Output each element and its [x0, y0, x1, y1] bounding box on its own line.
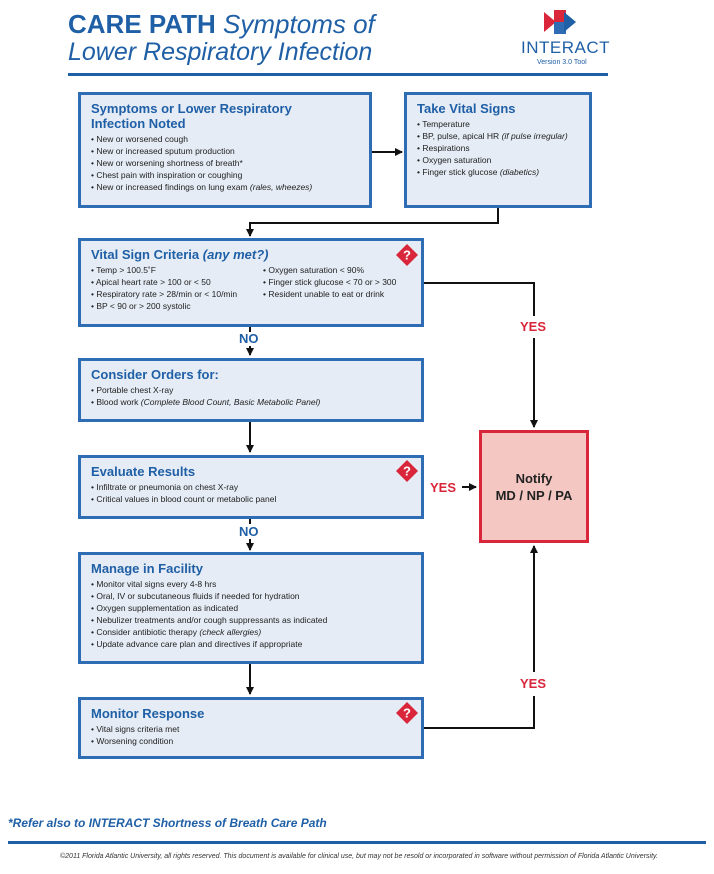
criteria-yes-label: YES: [520, 319, 547, 334]
list-item: Worsening condition: [91, 735, 411, 747]
monitor-list: Vital signs criteria met Worsening condi…: [91, 723, 411, 747]
list-item: Oral, IV or subcutaneous fluids if neede…: [91, 590, 411, 602]
notify-line1: Notify: [515, 470, 553, 486]
evaluate-no-label: NO: [239, 524, 259, 539]
evaluate-results-box: Evaluate Results Infiltrate or pneumonia…: [78, 455, 424, 519]
list-item: New or increased sputum production: [91, 145, 359, 157]
line-monitor-yes: [424, 696, 535, 729]
criteria-list-left: Temp > 100.5˚F Apical heart rate > 100 o…: [91, 264, 263, 312]
list-item: Temperature: [417, 118, 579, 130]
evaluate-list: Infiltrate or pneumonia on chest X-ray C…: [91, 481, 411, 505]
list-item: Finger stick glucose < 70 or > 300: [263, 276, 396, 288]
decision-question-icon: ?: [396, 244, 418, 266]
line-criteria-yes: [424, 282, 535, 316]
logo-text: INTERACT: [521, 38, 610, 57]
decision-question-icon: ?: [396, 702, 418, 724]
vital-sign-criteria-box: Vital Sign Criteria (any met?) Temp > 10…: [78, 238, 424, 327]
symptoms-box: Symptoms or Lower Respiratory Infection …: [78, 92, 372, 208]
list-item: Respiratory rate > 28/min or < 10/min: [91, 288, 263, 300]
vital-signs-title: Take Vital Signs: [417, 101, 516, 116]
copyright-text: ©2011 Florida Atlantic University, all r…: [60, 853, 658, 860]
list-item: Resident unable to eat or drink: [263, 288, 396, 300]
manage-in-facility-box: Manage in Facility Monitor vital signs e…: [78, 552, 424, 664]
criteria-list-right: Oxygen saturation < 90% Finger stick glu…: [263, 264, 396, 312]
list-item: New or increased findings on lung exam (…: [91, 181, 359, 193]
symptoms-list: New or worsened cough New or increased s…: [91, 133, 359, 193]
orders-title: Consider Orders for:: [91, 367, 219, 382]
svg-text:?: ?: [403, 248, 411, 263]
monitor-response-box: Monitor Response Vital signs criteria me…: [78, 697, 424, 759]
evaluate-title: Evaluate Results: [91, 464, 196, 479]
list-item: Blood work (Complete Blood Count, Basic …: [91, 396, 411, 408]
title-italic: Symptoms of: [223, 9, 375, 39]
list-item: Finger stick glucose (diabetics): [417, 166, 579, 178]
title-bold: CARE PATH: [68, 9, 216, 39]
list-item: Respirations: [417, 142, 579, 154]
notify-box: Notify MD / NP / PA: [479, 430, 589, 543]
criteria-columns: Temp > 100.5˚F Apical heart rate > 100 o…: [91, 264, 411, 312]
list-item: New or worsened cough: [91, 133, 359, 145]
symptoms-title: Symptoms or Lower Respiratory Infection …: [91, 101, 292, 131]
list-item: Vital signs criteria met: [91, 723, 411, 735]
footer-divider: [8, 841, 706, 844]
list-item: BP, pulse, apical HR (if pulse irregular…: [417, 130, 579, 142]
monitor-title: Monitor Response: [91, 706, 205, 721]
list-item: Infiltrate or pneumonia on chest X-ray: [91, 481, 411, 493]
decision-question-icon: ?: [396, 460, 418, 482]
list-item: BP < 90 or > 200 systolic: [91, 300, 263, 312]
vital-signs-list: Temperature BP, pulse, apical HR (if pul…: [417, 118, 579, 178]
manage-list: Monitor vital signs every 4-8 hrs Oral, …: [91, 578, 411, 650]
list-item: Apical heart rate > 100 or < 50: [91, 276, 263, 288]
list-item: Update advance care plan and directives …: [91, 638, 411, 650]
notify-line2: MD / NP / PA: [495, 487, 573, 503]
svg-text:?: ?: [403, 706, 411, 721]
interact-logo-icon: [544, 10, 576, 34]
list-item: Portable chest X-ray: [91, 384, 411, 396]
reference-note: *Refer also to INTERACT Shortness of Bre…: [8, 816, 327, 830]
list-item: Oxygen saturation < 90%: [263, 264, 396, 276]
list-item: Consider antibiotic therapy (check aller…: [91, 626, 411, 638]
list-item: Monitor vital signs every 4-8 hrs: [91, 578, 411, 590]
criteria-title-note: (any met?): [202, 247, 269, 262]
criteria-no-label: NO: [239, 331, 259, 346]
page-title: CARE PATH Symptoms of: [68, 10, 375, 38]
arrow-vitals-to-criteria: [246, 208, 499, 237]
list-item: New or worsening shortness of breath*: [91, 157, 359, 169]
vital-signs-box: Take Vital Signs Temperature BP, pulse, …: [404, 92, 592, 208]
list-item: Chest pain with inspiration or coughing: [91, 169, 359, 181]
list-item: Critical values in blood count or metabo…: [91, 493, 411, 505]
list-item: Oxygen supplementation as indicated: [91, 602, 411, 614]
page-subtitle: Lower Respiratory Infection: [68, 38, 373, 66]
monitor-yes-label: YES: [520, 676, 547, 691]
svg-text:?: ?: [403, 464, 411, 479]
list-item: Temp > 100.5˚F: [91, 264, 263, 276]
manage-title: Manage in Facility: [91, 561, 203, 576]
evaluate-yes-label: YES: [430, 480, 457, 495]
consider-orders-box: Consider Orders for: Portable chest X-ra…: [78, 358, 424, 422]
header-divider: [68, 73, 608, 76]
list-item: Oxygen saturation: [417, 154, 579, 166]
list-item: Nebulizer treatments and/or cough suppre…: [91, 614, 411, 626]
criteria-title: Vital Sign Criteria (any met?): [91, 247, 269, 262]
orders-list: Portable chest X-ray Blood work (Complet…: [91, 384, 411, 408]
logo-version: Version 3.0 Tool: [537, 59, 587, 66]
